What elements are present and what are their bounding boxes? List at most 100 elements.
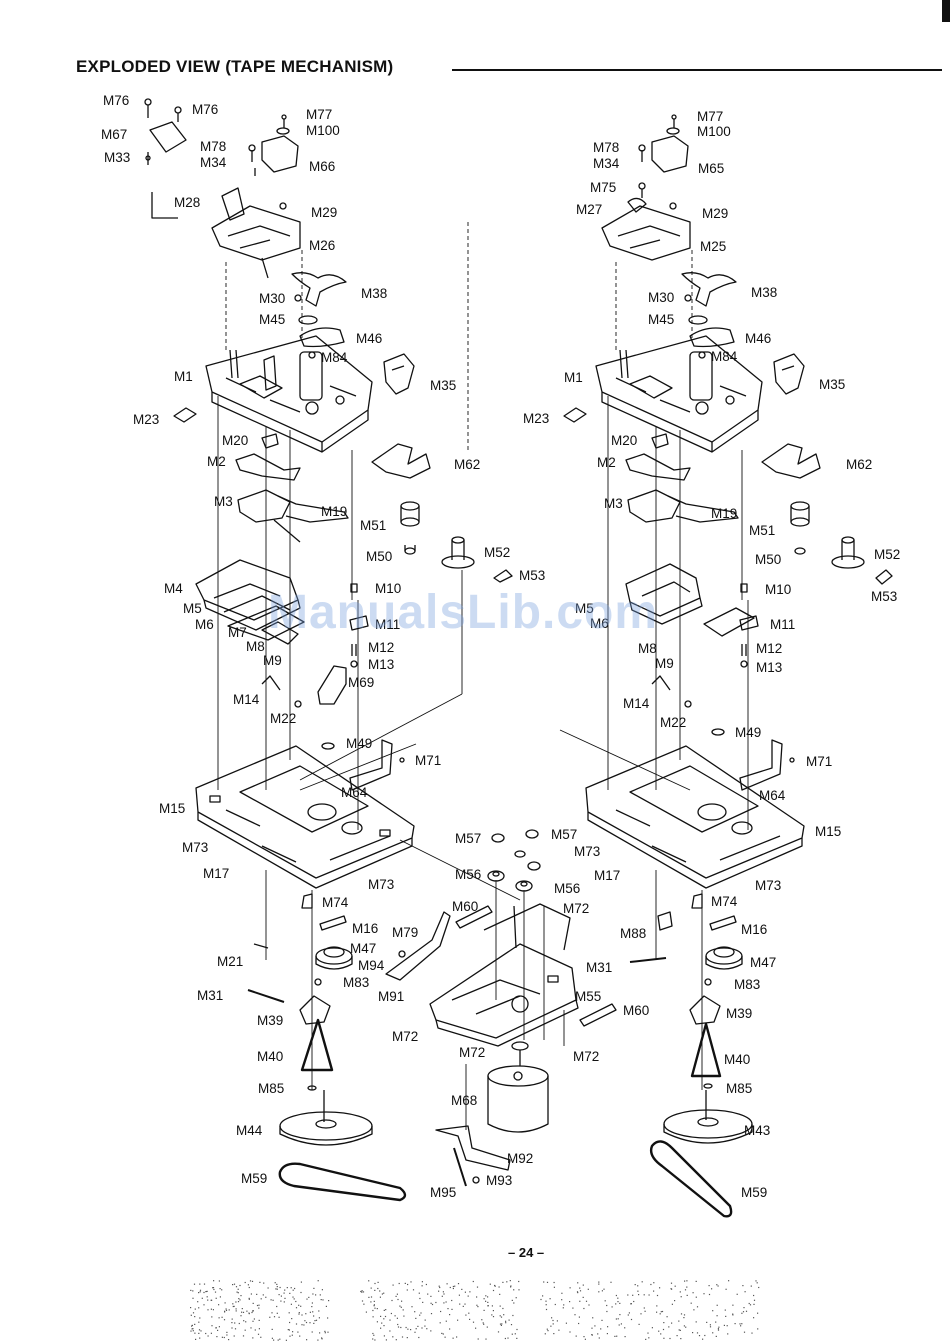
scan-speck bbox=[394, 1315, 396, 1317]
label-m33: M33 bbox=[104, 150, 130, 165]
label-m49: M49 bbox=[346, 736, 372, 751]
scan-speck bbox=[656, 1294, 659, 1297]
label-r-m40: M40 bbox=[724, 1052, 750, 1067]
scan-speck bbox=[732, 1313, 734, 1315]
scan-speck bbox=[231, 1322, 233, 1324]
scan-speck bbox=[397, 1323, 399, 1326]
label-m22: M22 bbox=[270, 711, 296, 726]
scan-speck bbox=[398, 1282, 400, 1285]
scan-speck bbox=[465, 1314, 467, 1316]
scan-speck bbox=[190, 1289, 192, 1291]
scan-speck bbox=[487, 1301, 489, 1303]
scan-speck bbox=[262, 1294, 264, 1296]
scan-speck bbox=[199, 1337, 201, 1339]
scan-speck bbox=[492, 1289, 495, 1292]
left-assembly-lines bbox=[217, 222, 521, 1090]
scan-speck bbox=[554, 1303, 556, 1306]
label-r-m12: M12 bbox=[756, 641, 782, 656]
scan-speck bbox=[606, 1304, 608, 1307]
scan-speck bbox=[584, 1338, 586, 1340]
scan-speck bbox=[410, 1281, 412, 1283]
scan-speck bbox=[660, 1333, 662, 1335]
scan-speck bbox=[644, 1310, 646, 1312]
scan-speck bbox=[550, 1325, 552, 1327]
scan-speck bbox=[628, 1312, 630, 1314]
scan-speck bbox=[373, 1334, 375, 1336]
scan-speck bbox=[662, 1328, 665, 1331]
label-r-m35: M35 bbox=[819, 377, 845, 392]
scan-speck bbox=[695, 1321, 697, 1323]
scan-speck bbox=[502, 1281, 504, 1283]
scan-speck bbox=[445, 1301, 447, 1303]
scan-speck bbox=[482, 1322, 484, 1324]
scan-speck bbox=[715, 1335, 717, 1337]
scan-speck bbox=[212, 1287, 214, 1289]
scan-speck bbox=[659, 1287, 661, 1289]
scan-speck bbox=[725, 1288, 727, 1290]
scan-speck bbox=[233, 1335, 235, 1337]
label-m77: M77 bbox=[306, 107, 332, 122]
scan-speck bbox=[215, 1297, 217, 1299]
scan-speck bbox=[500, 1324, 502, 1326]
scan-speck bbox=[247, 1284, 249, 1286]
scan-speck bbox=[565, 1322, 567, 1324]
scan-speck bbox=[239, 1299, 241, 1301]
scan-speck bbox=[610, 1281, 612, 1283]
scan-speck bbox=[505, 1320, 507, 1322]
scan-speck bbox=[300, 1305, 302, 1307]
scan-speck bbox=[543, 1281, 545, 1283]
right-m20-part bbox=[651, 433, 669, 449]
scan-speck bbox=[225, 1309, 228, 1311]
scan-speck bbox=[579, 1300, 581, 1302]
scan-speck bbox=[392, 1284, 394, 1286]
scan-speck bbox=[476, 1286, 479, 1288]
scan-speck bbox=[287, 1329, 289, 1331]
right-m65-bracket bbox=[638, 114, 689, 198]
left-m49-part bbox=[321, 742, 335, 750]
scan-speck bbox=[271, 1312, 273, 1314]
scan-speck bbox=[510, 1324, 513, 1326]
scan-speck bbox=[723, 1324, 725, 1326]
scan-speck bbox=[267, 1287, 269, 1289]
label-r-m19: M19 bbox=[711, 506, 737, 521]
scan-speck bbox=[674, 1285, 676, 1287]
scan-speck bbox=[632, 1294, 634, 1296]
center-mechanism bbox=[385, 829, 617, 1187]
label-c-m79: M79 bbox=[392, 925, 418, 940]
scan-speck bbox=[258, 1304, 260, 1306]
scan-speck bbox=[487, 1296, 489, 1298]
scan-speck bbox=[275, 1288, 277, 1290]
label-m35: M35 bbox=[430, 378, 456, 393]
scan-speck bbox=[476, 1296, 478, 1298]
scan-speck bbox=[648, 1337, 650, 1339]
scan-speck bbox=[717, 1328, 719, 1330]
label-r-m46: M46 bbox=[745, 331, 771, 346]
scan-speck bbox=[709, 1326, 712, 1328]
scan-speck bbox=[606, 1310, 608, 1313]
label-m31: M31 bbox=[197, 988, 223, 1003]
scan-speck bbox=[739, 1323, 741, 1325]
scan-speck bbox=[203, 1291, 205, 1294]
scan-speck bbox=[637, 1285, 639, 1287]
scan-speck bbox=[298, 1312, 300, 1314]
label-r-m31: M31 bbox=[586, 960, 612, 975]
scan-speck bbox=[647, 1332, 649, 1334]
scan-speck bbox=[285, 1339, 287, 1341]
scan-speck bbox=[562, 1307, 564, 1309]
left-m2-lever bbox=[235, 453, 301, 481]
scan-speck bbox=[401, 1300, 403, 1302]
scan-speck bbox=[238, 1322, 240, 1325]
scan-speck bbox=[318, 1317, 320, 1319]
scan-speck bbox=[630, 1318, 633, 1321]
scan-speck bbox=[292, 1289, 294, 1291]
scan-speck bbox=[732, 1304, 734, 1306]
right-assembly-lines bbox=[559, 250, 749, 1090]
label-m26: M26 bbox=[309, 238, 335, 253]
scan-speck bbox=[191, 1324, 193, 1326]
scan-speck bbox=[201, 1297, 203, 1299]
scan-speck bbox=[206, 1290, 208, 1292]
scan-speck bbox=[494, 1285, 496, 1287]
scan-speck bbox=[576, 1291, 579, 1293]
left-m64-bracket bbox=[349, 739, 393, 791]
scan-speck bbox=[396, 1317, 398, 1319]
